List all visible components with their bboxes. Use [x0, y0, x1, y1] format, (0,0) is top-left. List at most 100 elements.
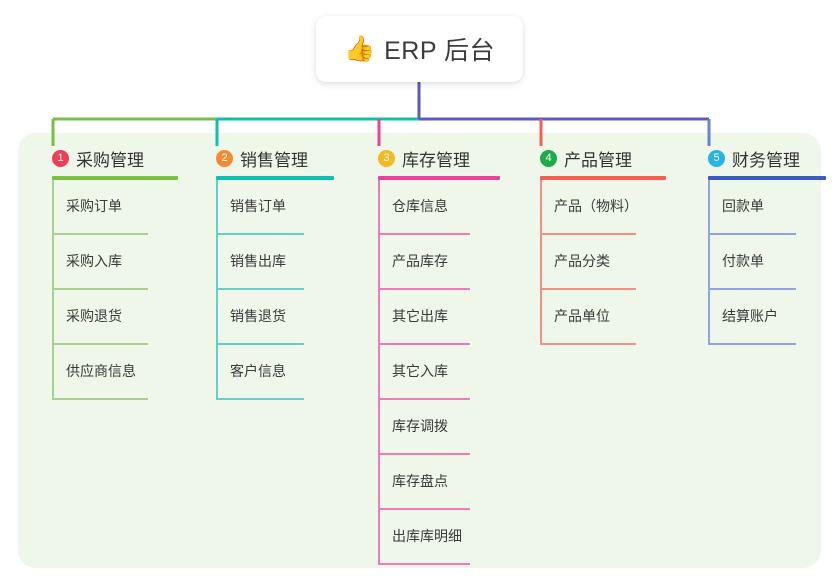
leaf-spine: [52, 180, 54, 400]
leaf-label: 产品库存: [392, 253, 448, 269]
leaf-item[interactable]: 产品（物料）: [520, 180, 676, 235]
leaf-label: 产品分类: [554, 253, 610, 269]
leaf-label: 仓库信息: [392, 198, 448, 214]
column-header-3[interactable]: 3 库存管理: [358, 146, 510, 170]
leaf-label: 库存调拨: [392, 418, 448, 434]
leaf-list: 产品（物料） 产品分类产品单位: [520, 180, 676, 345]
leaf-item[interactable]: 供应商信息: [32, 345, 188, 400]
column-rule: [216, 176, 334, 180]
leaf-item[interactable]: 产品单位: [520, 290, 676, 345]
root-node-card[interactable]: 👍 ERP 后台: [316, 16, 523, 82]
leaf-item[interactable]: 销售订单: [196, 180, 344, 235]
leaf-list: 回款单付款单结算账户: [688, 180, 836, 345]
leaf-label: 销售订单: [230, 198, 286, 214]
leaf-item[interactable]: 采购退货: [32, 290, 188, 345]
leaf-list: 仓库信息产品库存其它出库其它入库库存调拨库存盘点出库库明细: [358, 180, 510, 565]
leaf-list: 采购订单采购入库采购退货供应商信息: [32, 180, 188, 400]
leaf-item[interactable]: 产品库存: [358, 235, 510, 290]
column-rule: [540, 176, 666, 180]
leaf-item[interactable]: 产品分类: [520, 235, 676, 290]
leaf-label: 结算账户: [722, 308, 778, 324]
leaf-label: 回款单: [722, 198, 764, 214]
leaf-spine: [378, 180, 380, 565]
leaf-item[interactable]: 其它出库: [358, 290, 510, 345]
leaf-item[interactable]: 其它入库: [358, 345, 510, 400]
leaf-rule: [378, 398, 470, 400]
column-header-5[interactable]: 5 财务管理: [688, 146, 836, 170]
leaf-rule: [378, 563, 470, 565]
leaf-label: 产品单位: [554, 308, 610, 324]
leaf-label: 客户信息: [230, 363, 286, 379]
leaf-rule: [216, 288, 304, 290]
column-3: 3 库存管理仓库信息产品库存其它出库其它入库库存调拨库存盘点出库库明细: [358, 146, 510, 565]
leaf-spine: [540, 180, 542, 345]
content-panel: [18, 133, 821, 568]
leaf-rule: [540, 233, 636, 235]
column-rule: [52, 176, 178, 180]
leaf-item[interactable]: 结算账户: [688, 290, 836, 345]
leaf-item[interactable]: 采购入库: [32, 235, 188, 290]
leaf-label: 出库库明细: [392, 528, 462, 544]
leaf-label: 采购退货: [66, 308, 122, 324]
leaf-rule: [708, 233, 796, 235]
column-5: 5 财务管理回款单付款单结算账户: [688, 146, 836, 345]
leaf-label: 采购订单: [66, 198, 122, 214]
leaf-item[interactable]: 销售退货: [196, 290, 344, 345]
leaf-list: 销售订单销售出库销售退货客户信息: [196, 180, 344, 400]
leaf-rule: [540, 343, 636, 345]
root-node-title: ERP 后台: [384, 37, 496, 65]
leaf-rule: [216, 343, 304, 345]
leaf-rule: [52, 343, 148, 345]
leaf-item[interactable]: 仓库信息: [358, 180, 510, 235]
leaf-rule: [378, 343, 470, 345]
leaf-rule: [52, 398, 148, 400]
leaf-rule: [52, 288, 148, 290]
leaf-label: 销售出库: [230, 253, 286, 269]
leaf-rule: [216, 233, 304, 235]
column-badge-4: 4: [540, 149, 557, 167]
leaf-item[interactable]: 销售出库: [196, 235, 344, 290]
leaf-spine: [708, 180, 710, 345]
leaf-rule: [216, 398, 304, 400]
leaf-rule: [378, 453, 470, 455]
leaf-label: 其它出库: [392, 308, 448, 324]
leaf-item[interactable]: 采购订单: [32, 180, 188, 235]
leaf-item[interactable]: 库存盘点: [358, 455, 510, 510]
leaf-item[interactable]: 出库库明细: [358, 510, 510, 565]
leaf-item[interactable]: 回款单: [688, 180, 836, 235]
column-title: 销售管理: [240, 150, 308, 170]
column-title: 财务管理: [732, 150, 800, 170]
thumbs-up-icon: 👍: [343, 34, 376, 63]
leaf-rule: [378, 288, 470, 290]
leaf-rule: [540, 288, 636, 290]
leaf-rule: [378, 233, 470, 235]
leaf-spine: [216, 180, 218, 400]
column-title: 库存管理: [402, 150, 470, 170]
leaf-label: 产品（物料）: [554, 198, 638, 214]
leaf-label: 库存盘点: [392, 473, 448, 489]
column-badge-3: 3: [378, 149, 395, 167]
leaf-label: 付款单: [722, 253, 764, 269]
leaf-rule: [378, 508, 470, 510]
leaf-item[interactable]: 库存调拨: [358, 400, 510, 455]
column-badge-5: 5: [708, 149, 725, 167]
leaf-label: 其它入库: [392, 363, 448, 379]
root-node-content: 👍 ERP 后台: [344, 31, 495, 67]
leaf-rule: [708, 288, 796, 290]
leaf-label: 销售退货: [230, 308, 286, 324]
leaf-rule: [708, 343, 796, 345]
column-title: 采购管理: [76, 150, 144, 170]
leaf-item[interactable]: 付款单: [688, 235, 836, 290]
leaf-label: 采购入库: [66, 253, 122, 269]
leaf-item[interactable]: 客户信息: [196, 345, 344, 400]
column-rule: [378, 176, 500, 180]
column-rule: [708, 176, 826, 180]
leaf-rule: [52, 233, 148, 235]
